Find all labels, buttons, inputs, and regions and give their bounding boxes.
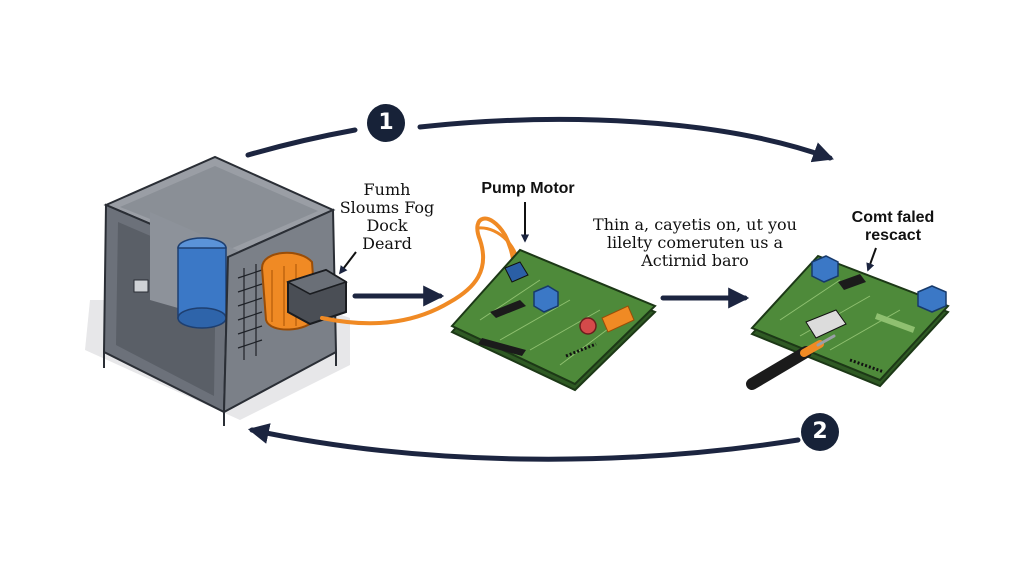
unit-caption-line-2: Sloums Fog bbox=[339, 197, 435, 217]
unit-caption-line-4: Deard bbox=[362, 233, 412, 253]
middle-caption-line-1: Thin a, cayetis on, ut you bbox=[593, 215, 797, 234]
unit-caption-line-3: Dock bbox=[366, 215, 408, 235]
pump-motor-label: Pump Motor bbox=[481, 180, 575, 197]
right-caption: Comt faled rescact bbox=[838, 209, 948, 245]
right-caption-line-1: Comt faled bbox=[851, 209, 935, 226]
bottom-cycle-arrow bbox=[247, 423, 801, 462]
unit-pointer-arrow bbox=[338, 251, 357, 275]
step-badge-1: 1 bbox=[367, 104, 405, 142]
step-badge-2: 2 bbox=[801, 413, 839, 451]
soldering-iron bbox=[746, 334, 836, 390]
middle-caption: Thin a, cayetis on, ut you lilelty comer… bbox=[592, 216, 798, 270]
right-caption-line-2: rescact bbox=[864, 226, 922, 244]
middle-caption-line-2: lilelty comeruten us a bbox=[606, 232, 784, 252]
circuit-board-middle bbox=[450, 248, 657, 392]
top-cycle-arrow bbox=[245, 116, 834, 163]
circuit-board-right bbox=[750, 254, 950, 388]
appliance-unit-illustration bbox=[85, 155, 350, 426]
unit-caption: Fumh Sloums Fog Dock Deard bbox=[330, 181, 444, 253]
unit-caption-line-1: Fumh bbox=[363, 180, 411, 199]
relay-pointer-arrow bbox=[866, 247, 877, 272]
middle-caption-line-3: Actirnid baro bbox=[641, 250, 749, 270]
